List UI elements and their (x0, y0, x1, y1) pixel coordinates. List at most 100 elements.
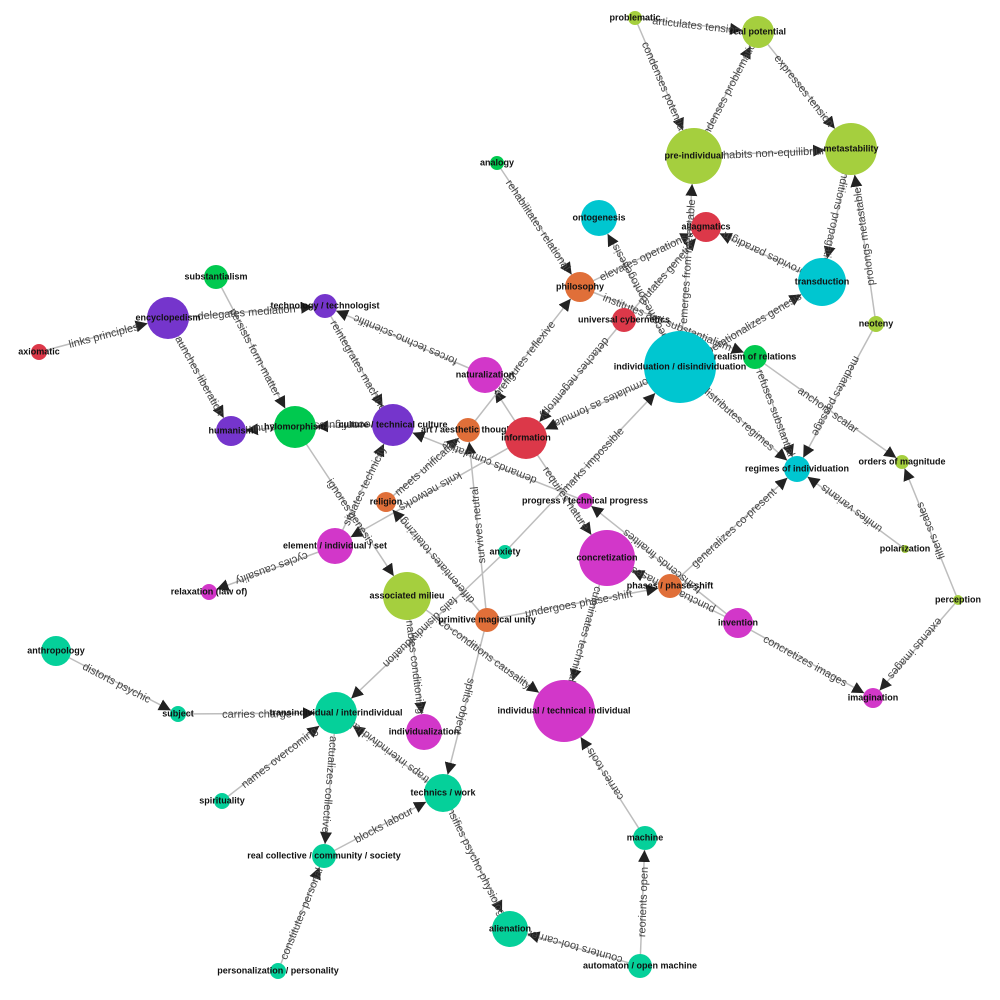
node-neoteny[interactable]: neoteny (859, 316, 894, 332)
node-relaxation[interactable]: relaxation (law of) (171, 584, 248, 600)
node-real_potential[interactable]: real potential (730, 16, 786, 48)
node-circle[interactable] (895, 455, 909, 469)
node-humanism[interactable]: humanism (208, 416, 254, 446)
node-circle[interactable] (742, 16, 774, 48)
node-circle[interactable] (475, 608, 499, 632)
node-circle[interactable] (825, 123, 877, 175)
node-problematic[interactable]: problematic (609, 11, 661, 25)
node-spirituality[interactable]: spirituality (199, 793, 245, 809)
node-circle[interactable] (628, 954, 652, 978)
node-circle[interactable] (467, 357, 503, 393)
node-circle[interactable] (498, 545, 512, 559)
node-alienation[interactable]: alienation (489, 911, 531, 947)
node-ontogenesis[interactable]: ontogenesis (572, 200, 626, 236)
node-associated_milieu[interactable]: associated milieu (369, 572, 445, 620)
node-circle[interactable] (490, 156, 504, 170)
node-primitive[interactable]: primitive magical unity (438, 608, 536, 632)
node-circle[interactable] (170, 706, 186, 722)
node-circle[interactable] (456, 418, 480, 442)
node-circle[interactable] (147, 297, 189, 339)
node-circle[interactable] (666, 128, 722, 184)
node-circle[interactable] (406, 714, 442, 750)
node-universal_cybernetics[interactable]: universal cybernetics (578, 308, 670, 332)
node-transduction[interactable]: transduction (795, 258, 850, 306)
node-machine[interactable]: machine (627, 826, 664, 850)
node-circle[interactable] (633, 826, 657, 850)
node-circle[interactable] (868, 316, 884, 332)
node-phases[interactable]: phases / phase-shift (627, 574, 714, 598)
node-circle[interactable] (204, 265, 228, 289)
node-technical_individual[interactable]: individual / technical individual (497, 680, 631, 742)
node-technics[interactable]: technics / work (410, 774, 477, 812)
node-circle[interactable] (31, 344, 47, 360)
node-regimes[interactable]: regimes of individuation (745, 456, 849, 482)
node-orders[interactable]: orders of magnitude (858, 455, 946, 469)
node-circle[interactable] (863, 688, 883, 708)
node-circle[interactable] (317, 528, 353, 564)
node-circle[interactable] (581, 200, 617, 236)
node-circle[interactable] (270, 963, 286, 979)
node-subject[interactable]: subject (162, 706, 194, 722)
node-circle[interactable] (628, 11, 642, 25)
node-philosophy[interactable]: philosophy (556, 272, 604, 302)
node-circle[interactable] (784, 456, 810, 482)
node-analogy[interactable]: analogy (480, 156, 514, 170)
node-axiomatic[interactable]: axiomatic (18, 344, 60, 360)
node-circle[interactable] (723, 608, 753, 638)
node-naturalization[interactable]: naturalization (456, 357, 515, 393)
node-automaton[interactable]: automaton / open machine (583, 954, 697, 978)
node-allagmatics[interactable]: allagmatics (681, 212, 731, 242)
node-art[interactable]: art / aesthetic thought (421, 418, 515, 442)
node-circle[interactable] (383, 572, 431, 620)
node-circle[interactable] (372, 404, 414, 446)
node-circle[interactable] (274, 406, 316, 448)
node-circle[interactable] (612, 308, 636, 332)
node-collective[interactable]: real collective / community / society (247, 844, 401, 868)
node-circle[interactable] (953, 595, 963, 605)
node-circle[interactable] (312, 844, 336, 868)
node-transindividual[interactable]: transindividual / interindividual (269, 692, 403, 734)
node-invention[interactable]: invention (718, 608, 758, 638)
node-metastability[interactable]: metastability (823, 123, 879, 175)
node-anxiety[interactable]: anxiety (489, 545, 521, 559)
node-substantialism[interactable]: substantialism (184, 265, 248, 289)
node-religion[interactable]: religion (370, 492, 403, 512)
node-circle[interactable] (424, 774, 462, 812)
node-circle[interactable] (579, 530, 635, 586)
node-realism[interactable]: realism of relations (714, 345, 797, 369)
node-circle[interactable] (41, 636, 71, 666)
node-encyclopedism[interactable]: encyclopedism (135, 297, 201, 339)
node-personalization[interactable]: personalization / personality (217, 963, 339, 979)
node-circle[interactable] (214, 793, 230, 809)
node-circle[interactable] (201, 584, 217, 600)
node-individualization[interactable]: individualization (389, 714, 460, 750)
node-circle[interactable] (492, 911, 528, 947)
node-circle[interactable] (315, 692, 357, 734)
node-circle[interactable] (798, 258, 846, 306)
node-hylomorphism[interactable]: hylomorphism (264, 406, 326, 448)
node-anthropology[interactable]: anthropology (27, 636, 85, 666)
node-polarization[interactable]: polarization (880, 543, 931, 553)
node-circle[interactable] (658, 574, 682, 598)
node-circle[interactable] (565, 272, 595, 302)
node-circle[interactable] (901, 545, 909, 553)
node-circle[interactable] (376, 492, 396, 512)
node-imagination[interactable]: imagination (848, 688, 899, 708)
node-circle[interactable] (313, 294, 337, 318)
node-circle[interactable] (577, 493, 593, 509)
node-circle[interactable] (533, 680, 595, 742)
node-individuation[interactable]: individuation / disindividuation (614, 331, 747, 403)
node-circle[interactable] (216, 416, 246, 446)
node-culture[interactable]: culture / technical culture (338, 404, 448, 446)
node-pre_individual[interactable]: pre-individual (664, 128, 724, 184)
node-circle[interactable] (644, 331, 716, 403)
node-circle[interactable] (743, 345, 767, 369)
node-perception[interactable]: perception (935, 594, 981, 605)
node-element[interactable]: element / individual / set (283, 528, 387, 564)
node-circle[interactable] (505, 417, 547, 459)
node-circle[interactable] (691, 212, 721, 242)
node-information[interactable]: information (501, 417, 551, 459)
node-progress[interactable]: progress / technical progress (522, 493, 648, 509)
node-technology[interactable]: technology / technologist (270, 294, 380, 318)
node-concretization[interactable]: concretization (576, 530, 638, 586)
